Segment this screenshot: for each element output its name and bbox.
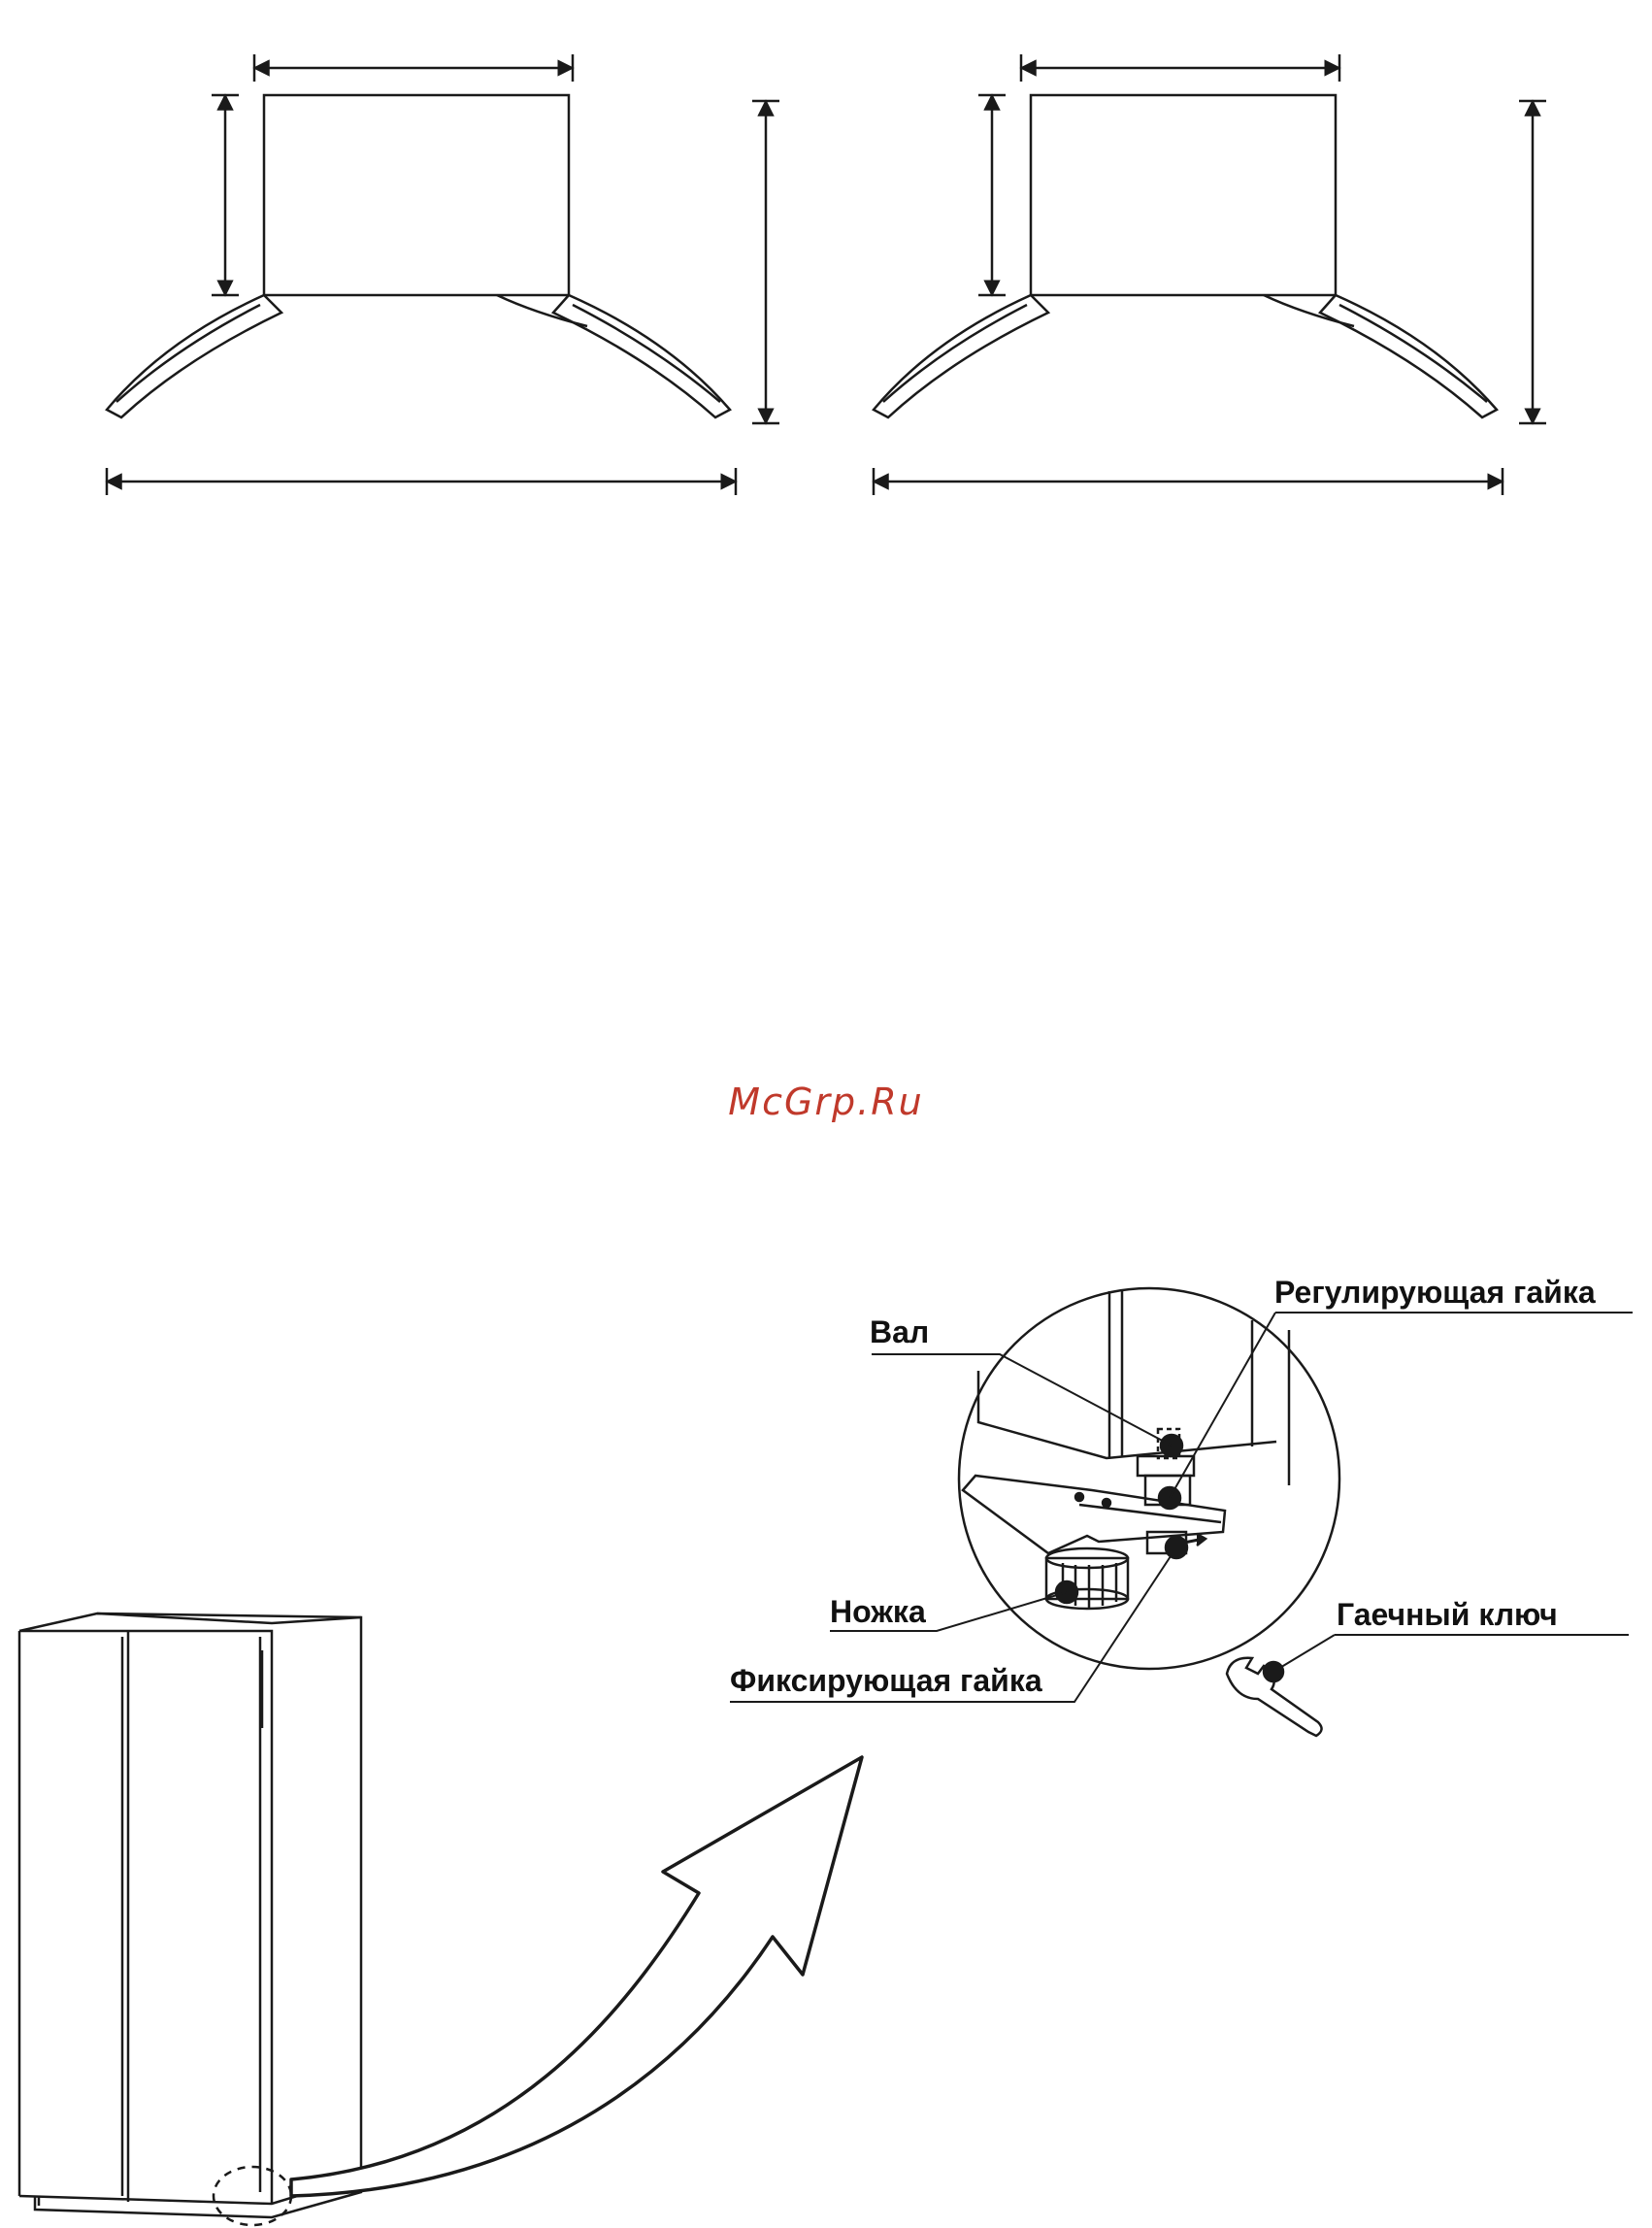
- wrench-label: Гаечный ключ: [1337, 1597, 1558, 1632]
- adjusting-nut-label: Регулирующая гайка: [1274, 1275, 1596, 1310]
- foot-label: Ножка: [830, 1594, 926, 1629]
- locking-nut-label: Фиксирующая гайка: [730, 1663, 1042, 1698]
- door-clearance-diagram-right: [874, 54, 1546, 495]
- fridge-body-top-view: [1031, 95, 1336, 295]
- zoom-callout-arrow: [291, 1757, 862, 2196]
- shaft-label: Вал: [870, 1314, 929, 1349]
- wrench-icon: [1227, 1658, 1322, 1736]
- watermark-text: McGrp.Ru: [728, 1081, 923, 1123]
- fridge-body-top-view: [264, 95, 569, 295]
- right-door-open: [1320, 295, 1497, 417]
- detail-magnifier-circle: [959, 1288, 1339, 1669]
- leveling-foot-detail: [730, 1288, 1633, 1702]
- left-door-open: [874, 295, 1048, 417]
- refrigerator-illustration: [19, 1613, 361, 2225]
- right-door-open: [553, 295, 730, 417]
- door-clearance-diagram-left: [107, 54, 779, 495]
- left-door-open: [107, 295, 281, 417]
